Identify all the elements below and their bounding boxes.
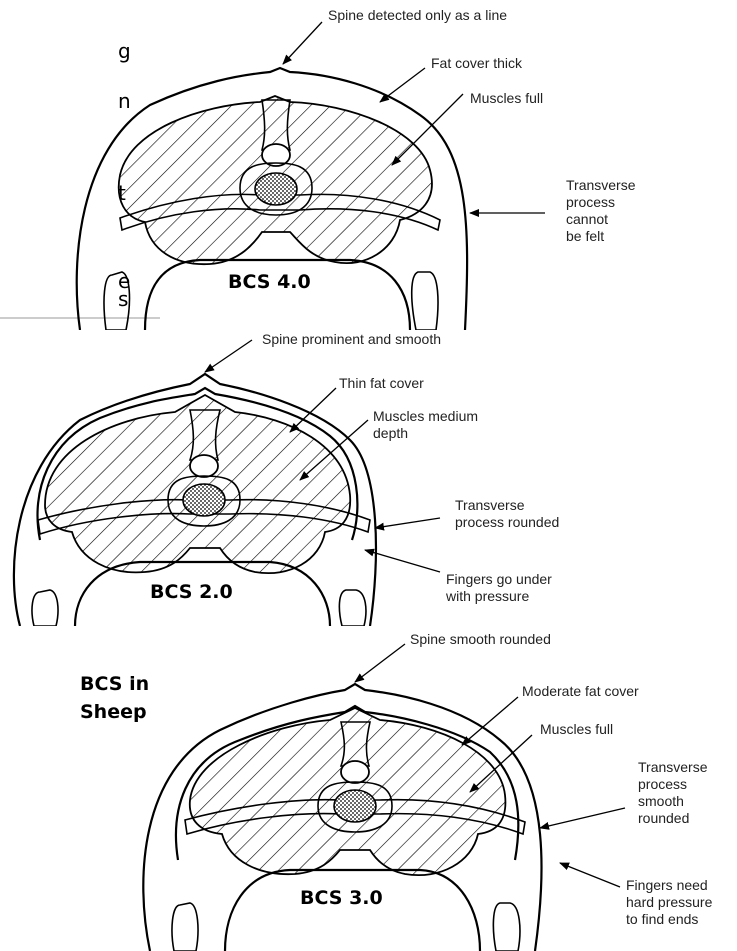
vertebral-foramen	[190, 455, 218, 477]
rib	[32, 590, 58, 626]
rib	[412, 272, 438, 330]
fragment-text: s	[118, 287, 128, 311]
arrow	[355, 644, 405, 682]
label-transverse: Transverse process cannot be felt	[566, 177, 639, 244]
rib	[339, 590, 366, 626]
label-fat: Moderate fat cover	[522, 683, 639, 699]
rib	[493, 903, 520, 951]
label-muscles: Muscles medium depth	[373, 408, 482, 441]
label-spine: Spine detected only as a line	[328, 7, 507, 23]
label-fingers: Fingers need hard pressure to find ends	[626, 877, 716, 927]
label-fat: Fat cover thick	[431, 55, 523, 71]
arrow	[540, 808, 625, 828]
label-fingers: Fingers go under with pressure	[445, 571, 556, 604]
label-transverse: Transverse process rounded	[455, 497, 559, 530]
label-muscles: Muscles full	[540, 721, 613, 737]
label-muscles: Muscles full	[470, 90, 543, 106]
vertebral-body	[334, 790, 376, 822]
fragment-text: g	[118, 39, 131, 63]
arrow	[205, 340, 252, 372]
fragment-text: n	[118, 89, 131, 113]
label-transverse: Transverse process smooth rounded	[638, 759, 711, 826]
side-title: BCS in Sheep	[80, 673, 156, 723]
label-spine: Spine smooth rounded	[410, 631, 551, 647]
arrow	[560, 863, 620, 887]
panel-bcs-2: Spine prominent and smooth Thin fat cove…	[14, 331, 559, 626]
bcs-score-label: BCS 3.0	[300, 887, 383, 909]
label-spine: Spine prominent and smooth	[262, 331, 441, 347]
rib	[172, 903, 198, 951]
arrow	[375, 518, 440, 528]
vertebral-body	[255, 173, 297, 205]
panel-bcs-3: Spine smooth rounded Moderate fat cover …	[143, 631, 716, 951]
vertebral-body	[183, 484, 225, 516]
bcs-score-label: BCS 2.0	[150, 581, 233, 603]
bcs-score-label: BCS 4.0	[228, 271, 311, 293]
arrow	[380, 68, 425, 102]
body-cavity	[225, 870, 480, 951]
arrow	[283, 22, 322, 64]
label-fat: Thin fat cover	[339, 375, 424, 391]
panel-bcs-4: Spine detected only as a line Fat cover …	[77, 7, 640, 330]
vertebral-foramen	[341, 761, 369, 783]
